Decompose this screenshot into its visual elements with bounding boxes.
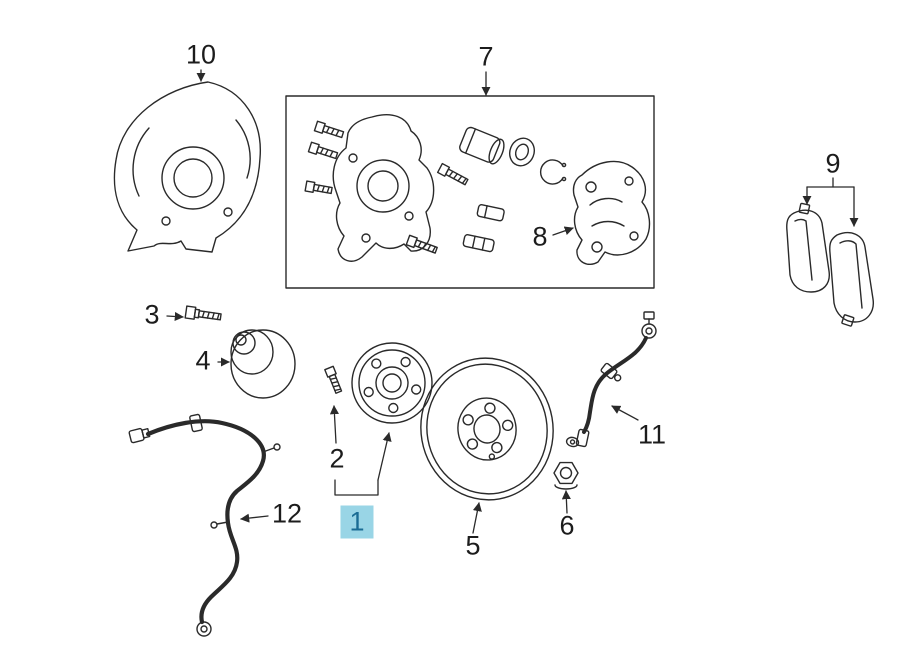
part-callout-11[interactable]: 11	[637, 419, 667, 450]
part-7-kit-box	[285, 95, 655, 289]
caliper-piston-drawing	[459, 126, 567, 253]
part-callout-8[interactable]: 8	[532, 221, 548, 252]
splash-dust-shield-drawing	[113, 81, 261, 253]
part-callout-7[interactable]: 7	[478, 41, 494, 72]
part-callout-5[interactable]: 5	[465, 530, 481, 561]
part-callout-9[interactable]: 9	[825, 148, 841, 179]
hub-bolt-drawing	[324, 365, 343, 394]
part-callout-4[interactable]: 4	[195, 345, 211, 376]
lock-nut-drawing	[553, 461, 579, 490]
dust-cap-drawing	[230, 329, 296, 399]
abs-sensor-wire-drawing	[128, 413, 281, 637]
part-callout-10[interactable]: 10	[185, 39, 217, 70]
part-callout-6[interactable]: 6	[559, 510, 575, 541]
hub-bearing-drawing	[351, 342, 433, 424]
steering-knuckle-drawing	[332, 113, 435, 262]
brake-hose-drawing	[565, 311, 657, 448]
callout-leaders	[166, 69, 859, 534]
bolt-drawing	[184, 305, 222, 321]
part-callout-3[interactable]: 3	[144, 299, 160, 330]
part-callout-12[interactable]: 12	[271, 498, 303, 529]
brake-rotor-drawing	[420, 357, 554, 501]
part-callout-1[interactable]: 1	[340, 505, 374, 539]
caliper-mounting-bracket-drawing	[572, 160, 651, 266]
brake-pads-drawing	[786, 202, 874, 327]
part-callout-2[interactable]: 2	[329, 443, 345, 474]
caliper-bolts-drawing	[304, 120, 469, 254]
